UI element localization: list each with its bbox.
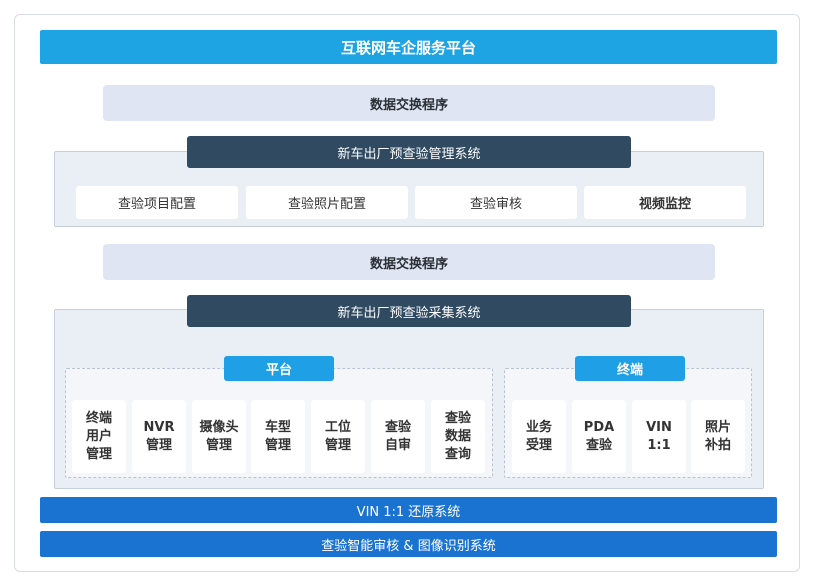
platform-item-station-mgmt: 工位管理 bbox=[311, 400, 365, 473]
platform-item-data-query: 查验数据查询 bbox=[431, 400, 485, 473]
data-exchange-bar-2: 数据交换程序 bbox=[103, 244, 715, 280]
terminal-item-photo-retake: 照片补拍 bbox=[691, 400, 745, 473]
platform-title-bar: 互联网车企服务平台 bbox=[40, 30, 777, 64]
module-video-monitor: 视频监控 bbox=[584, 186, 746, 219]
ai-review-system-bar: 查验智能审核 & 图像识别系统 bbox=[40, 531, 777, 557]
platform-item-self-review: 查验自审 bbox=[371, 400, 425, 473]
platform-item-camera-mgmt: 摄像头管理 bbox=[192, 400, 246, 473]
platform-item-model-mgmt: 车型管理 bbox=[251, 400, 305, 473]
terminal-label: 终端 bbox=[575, 356, 685, 381]
mgmt-system-title: 新车出厂预查验管理系统 bbox=[187, 136, 631, 168]
module-check-photo-config: 查验照片配置 bbox=[246, 186, 408, 219]
terminal-item-business-accept: 业务受理 bbox=[512, 400, 566, 473]
module-check-item-config: 查验项目配置 bbox=[76, 186, 238, 219]
data-exchange-bar-1: 数据交换程序 bbox=[103, 85, 715, 121]
platform-item-terminal-user-mgmt: 终端用户管理 bbox=[72, 400, 126, 473]
collect-system-title: 新车出厂预查验采集系统 bbox=[187, 295, 631, 327]
platform-label: 平台 bbox=[224, 356, 334, 381]
module-check-review: 查验审核 bbox=[415, 186, 577, 219]
vin-system-bar: VIN 1:1 还原系统 bbox=[40, 497, 777, 523]
